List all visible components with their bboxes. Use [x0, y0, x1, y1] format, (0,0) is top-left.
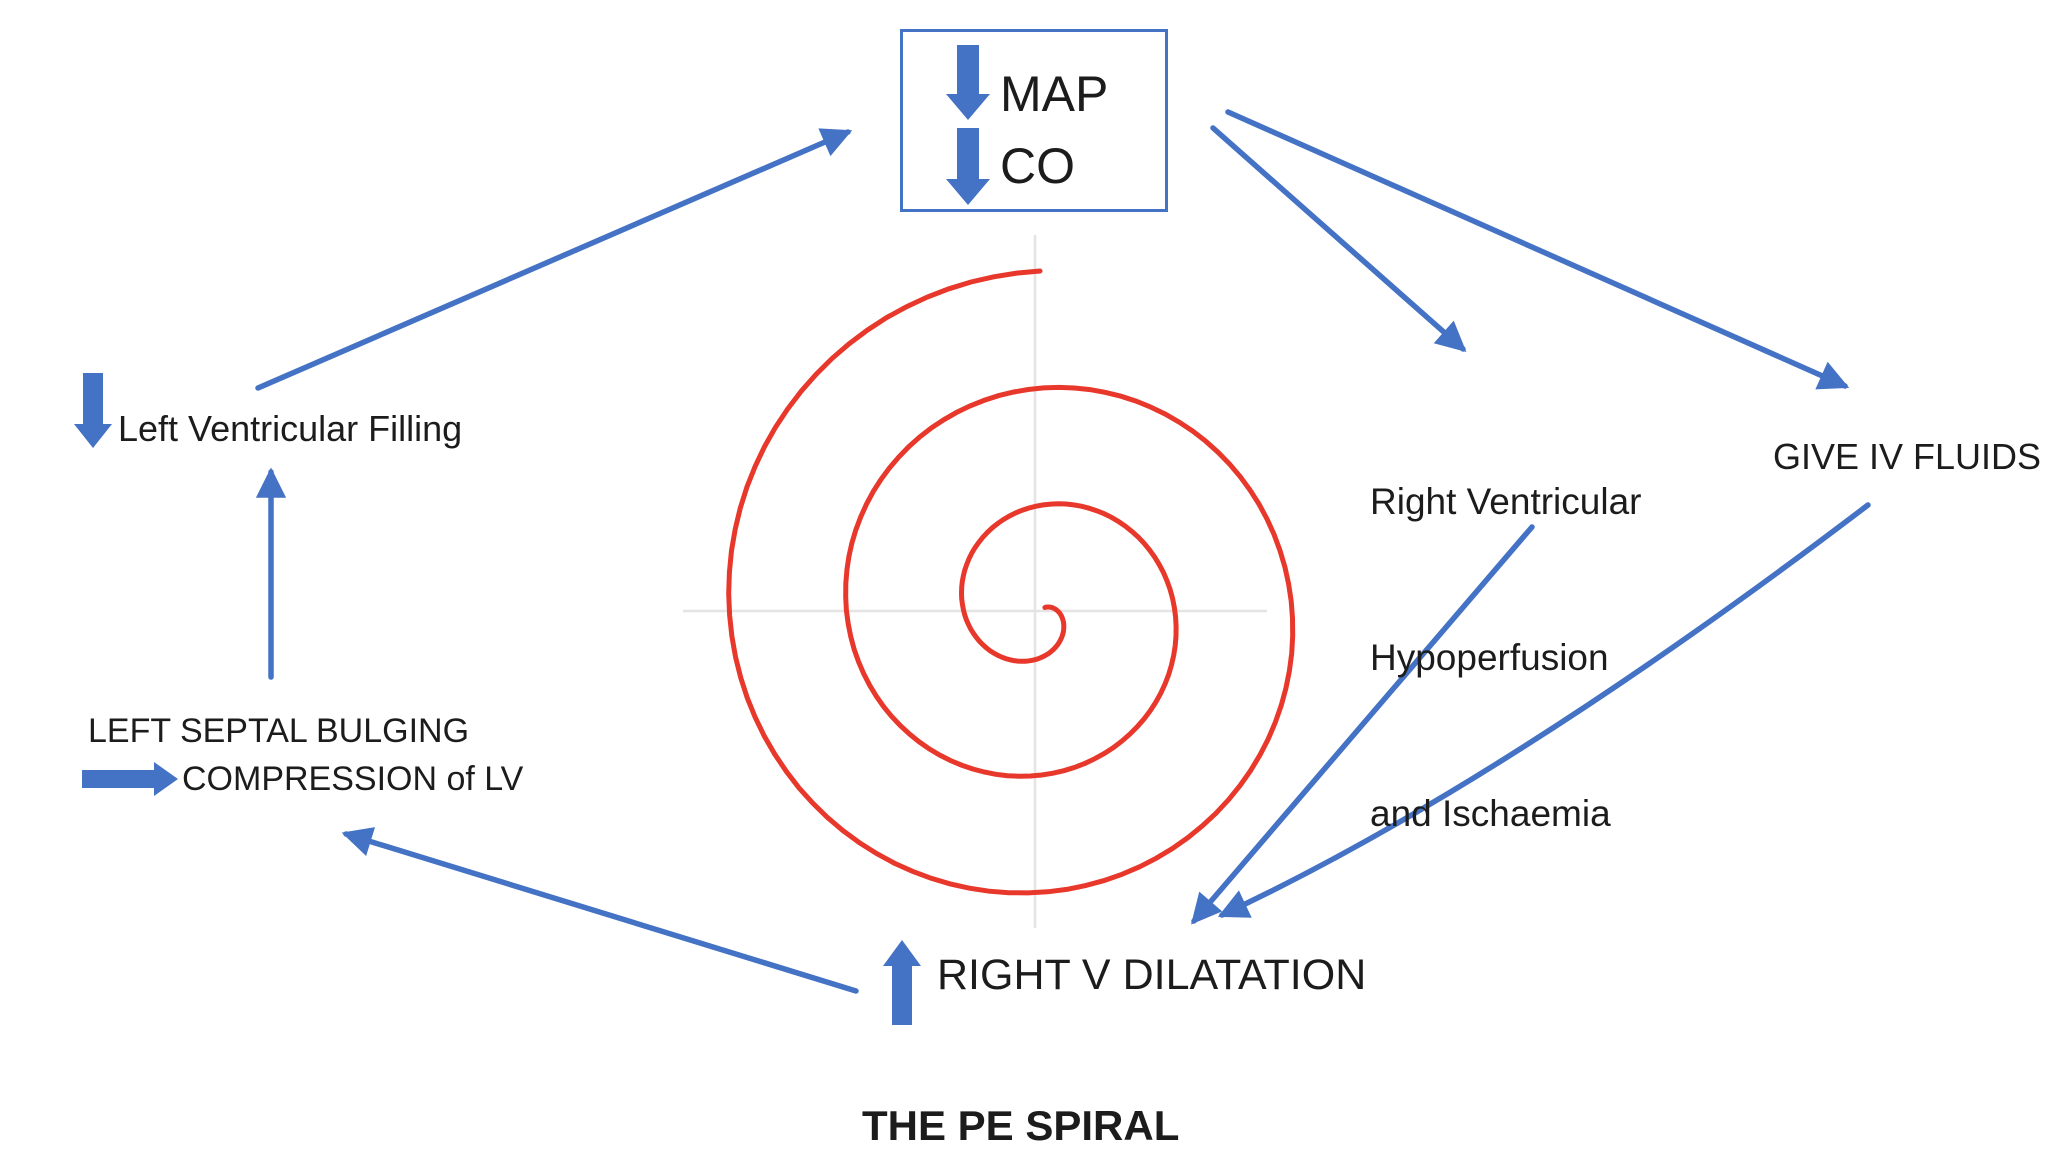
rv-hypoperfusion-line1: Right Ventricular [1370, 481, 1642, 522]
rv-hypoperfusion-label: Right Ventricular Hypoperfusion and Isch… [1370, 372, 1641, 944]
right-v-dilatation-label: RIGHT V DILATATION [937, 951, 1367, 999]
give-iv-fluids-label: GIVE IV FLUIDS [1773, 436, 2042, 477]
map-label: MAP [1000, 66, 1109, 122]
down-arrow-lv-filling-icon [74, 373, 112, 448]
down-arrow-co-icon [946, 128, 990, 205]
spiral-curve [726, 268, 1296, 896]
rv-hypoperfusion-line3: and Ischaemia [1370, 793, 1611, 834]
left-septal-bulging-label: LEFT SEPTAL BULGING [88, 712, 470, 750]
right-arrow-compression-icon [82, 762, 178, 796]
arrow-ischaemia-to-rv-dilatation-icon [1191, 524, 1535, 925]
arrow-lvfilling-to-mapco-icon [255, 128, 853, 391]
map-co-box [900, 29, 1168, 212]
compression-of-lv-label: COMPRESSION of LV [182, 760, 524, 798]
arrow-mapco-to-give-iv-fluids-icon [1225, 109, 1850, 390]
arrow-rv-dilatation-to-septal-bulging-icon [341, 827, 859, 994]
arrow-mapco-to-rv-hypoperfusion-icon [1210, 125, 1467, 353]
up-arrow-rv-dilatation-icon [883, 940, 921, 1025]
arrow-iv-fluids-to-rv-dilatation-icon [1217, 502, 1871, 918]
rv-hypoperfusion-line2: Hypoperfusion [1370, 637, 1609, 678]
co-label: CO [1000, 138, 1075, 194]
page-title: THE PE SPIRAL [862, 1102, 1180, 1149]
down-arrow-map-icon [946, 45, 990, 120]
left-ventricular-filling-label: Left Ventricular Filling [118, 408, 463, 449]
